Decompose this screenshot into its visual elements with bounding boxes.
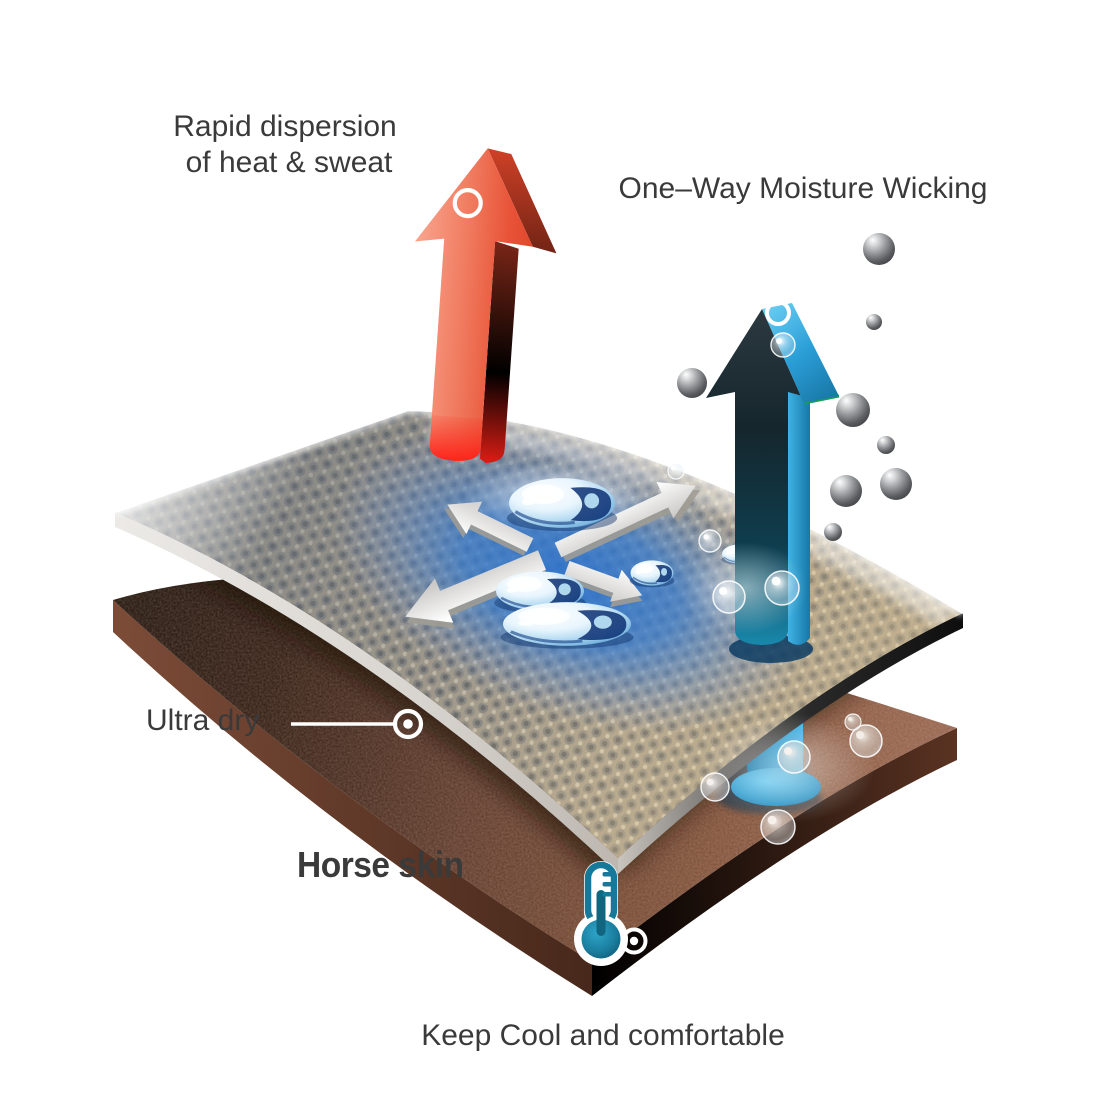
red-up-arrow-icon [414,148,557,464]
thermometer-icon [574,861,628,966]
air-bubble-icon [700,772,730,802]
water-droplets [464,461,754,651]
air-bubble-icon [770,332,796,358]
water-droplet-icon [498,600,636,651]
rapid-dispersion-label-line1: Rapid dispersion [173,110,397,143]
vapor-sphere-icon [677,368,707,398]
target-marker-icon [392,708,424,740]
rapid-dispersion-label-line2: of heat & sweat [185,146,393,179]
air-bubble-icon [849,724,883,758]
vapor-spheres [677,233,912,541]
vapor-sphere-icon [863,233,895,265]
target-marker-icon [765,300,791,326]
dispersion-arrow-down-left [405,550,548,629]
vapor-sphere-icon [877,436,895,454]
vapor-sphere-icon [830,475,862,507]
air-bubble-icon [764,570,800,606]
dispersion-arrow-up-left [444,501,534,556]
dispersion-arrow-down-right [564,560,643,608]
target-marker-icon [452,188,483,219]
vapor-sphere-icon [866,314,882,330]
air-bubble-icon [698,529,722,553]
air-bubbles [667,332,883,845]
ultra-dry-connector [291,708,424,740]
thermometer-marker [620,927,648,955]
vapor-sphere-icon [880,468,912,500]
water-droplet-icon [505,476,619,533]
air-bubble-icon [712,580,746,614]
air-bubble-icon [760,809,796,845]
target-markers [291,708,648,955]
air-bubble-icon [777,740,811,774]
air-bubble-icon [844,713,862,731]
keep-cool-label: Keep Cool and comfortable [421,1019,785,1052]
vapor-sphere-icon [836,393,870,427]
horse-skin-label: Horse skin [297,844,464,885]
one-way-moisture-label: One–Way Moisture Wicking [618,172,988,205]
water-droplet-icon [628,559,676,589]
ultra-dry-label: Ultra dry [146,704,260,737]
target-marker-icon [620,927,648,955]
vapor-sphere-icon [824,523,842,541]
air-bubble-icon [667,462,685,480]
